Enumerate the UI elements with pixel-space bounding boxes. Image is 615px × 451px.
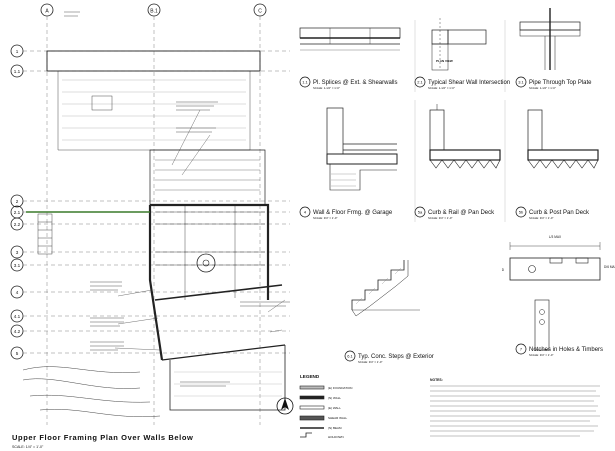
floor-plan [10,3,290,425]
plan-title: Upper Floor Framing Plan Over Walls Belo… [12,433,193,442]
grid-column-label: B.1 [150,8,158,14]
notch-dim-l3: L/3 MAX [549,235,562,239]
grid-row-label: 2.1 [14,210,21,215]
grid-row-label: 4.1 [14,314,21,319]
detail-bubble [414,76,426,88]
grid-row-label: 1 [16,49,19,54]
detail-scale: SCALE: 3/4" = 1'-0" [529,353,553,357]
detail-bubble [515,206,527,218]
legend-item-label: (E) WALL [328,406,341,410]
detail-4-drawing [326,107,398,191]
detail-scale: SCALE: 1-1/2" = 1'-0" [313,86,340,90]
detail-title: Curb & Rail @ Pan Deck [428,210,495,216]
detail-5a-drawing [429,104,501,169]
legend-item-label: SHEAR WALL [328,416,348,420]
detail-number: 5b [519,210,524,215]
grid-row-label: 1.1 [14,69,21,74]
detail-title: Wall & Floor Frmg. @ Garage [313,210,393,216]
grid-row-label: 2 [16,199,19,204]
detail-1.1-drawing [299,27,401,51]
detail-5b-drawing [527,109,599,169]
detail-bubble [515,76,527,88]
legend-item-label: (N) BEAM [328,426,342,430]
detail-scale: SCALE: 3/4" = 1'-0" [313,216,337,220]
detail-2.1-drawing [431,18,487,71]
detail-bubble [414,206,426,218]
detail-number: 4 [304,210,307,215]
grid-row-label: 5 [16,351,19,356]
detail-scale: SCALE: 1-1/2" = 1'-0" [428,86,455,90]
detail-number: 5a [418,210,423,215]
notch-dim-d6: D/6 MAX [604,265,615,269]
grid-row-label: 4.2 [14,329,21,334]
detail-scale: SCALE: 3/4" = 1'-0" [529,216,553,220]
detail-bubble [299,76,311,88]
detail-number: 7 [520,347,523,352]
plan-view-label: PLAN VIEW [436,59,453,63]
legend-item-label: (E) FOUNDATION [328,386,352,390]
grid-row-label: 3.1 [14,263,21,268]
legend-item-label: (N) WALL [328,396,341,400]
grid-column-label: C [258,8,262,14]
detail-scale: SCALE: 3/4" = 1'-0" [358,360,382,364]
detail-bubble [299,206,311,218]
legend-item-label: HOLDOWN [328,435,344,439]
detail-title: Pipe Through Top Plate [529,80,592,86]
detail-title: Pl. Splices @ Ext. & Shearwalls [313,80,397,86]
detail-sheet [299,8,601,438]
detail-title: Curb & Post Pan Deck [529,210,590,216]
detail-number: 3.1 [518,80,524,85]
detail-scale: SCALE: 3/4" = 1'-0" [428,216,452,220]
grid-row-label: 4 [16,290,19,295]
detail-number: 6.1 [347,354,353,359]
notes-heading: NOTES: [430,378,443,382]
detail-3.1-drawing [519,8,581,70]
grid-row-label: 3 [16,250,19,255]
detail-scale: SCALE: 1-1/2" = 1'-0" [529,86,556,90]
grid-row-label: 2.2 [14,222,21,227]
plan-scale: SCALE: 1/4" = 1'-0" [12,445,44,449]
north-arrow-icon [276,397,294,415]
legend-swatches [299,385,325,438]
detail-title: Typical Shear Wall Intersection [428,80,510,86]
detail-6.1-drawing [351,260,420,317]
notes-block [430,385,600,437]
detail-number: 1.1 [302,80,308,85]
notch-dim-d: D [502,268,505,272]
detail-7-drawing [509,242,601,351]
detail-title: Notches in Holes & Timbers [529,347,603,353]
detail-bubble [344,350,356,362]
plan-notes [64,11,290,387]
detail-number: 2.1 [417,80,423,85]
detail-title: Typ. Conc. Steps @ Exterior [358,354,434,360]
legend-title: LEGEND [300,374,320,379]
grid-column-label: A [45,8,49,14]
detail-bubble [515,343,527,355]
